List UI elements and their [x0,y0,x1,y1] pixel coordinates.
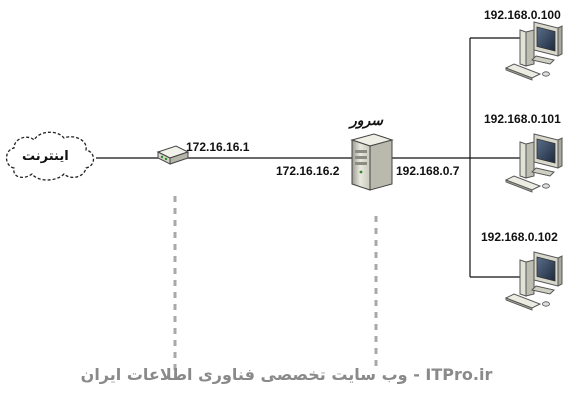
internet-cloud-icon [5,131,95,181]
server-icon [350,133,394,191]
server-lan-ip-label: 192.168.0.7 [396,164,460,178]
client-ip-label-3: 192.168.0.102 [481,230,558,244]
client-ip-label-2: 192.168.0.101 [484,112,561,126]
server-title: سرور [350,113,383,129]
client-ip-label-1: 192.168.0.100 [484,8,561,22]
router-icon [156,145,190,165]
router-ip-label: 172.16.16.1 [186,140,250,154]
server-wan-ip-label: 172.16.16.2 [276,164,340,178]
client-pc-icon-2 [505,133,563,193]
client-pc-icon-3 [505,251,563,311]
footer-watermark: وب سایت تخصصی فناوری اطلاعات ایران - ITP… [80,365,493,384]
client-pc-icon-1 [505,21,563,81]
internet-label: اینترنت [22,149,69,164]
